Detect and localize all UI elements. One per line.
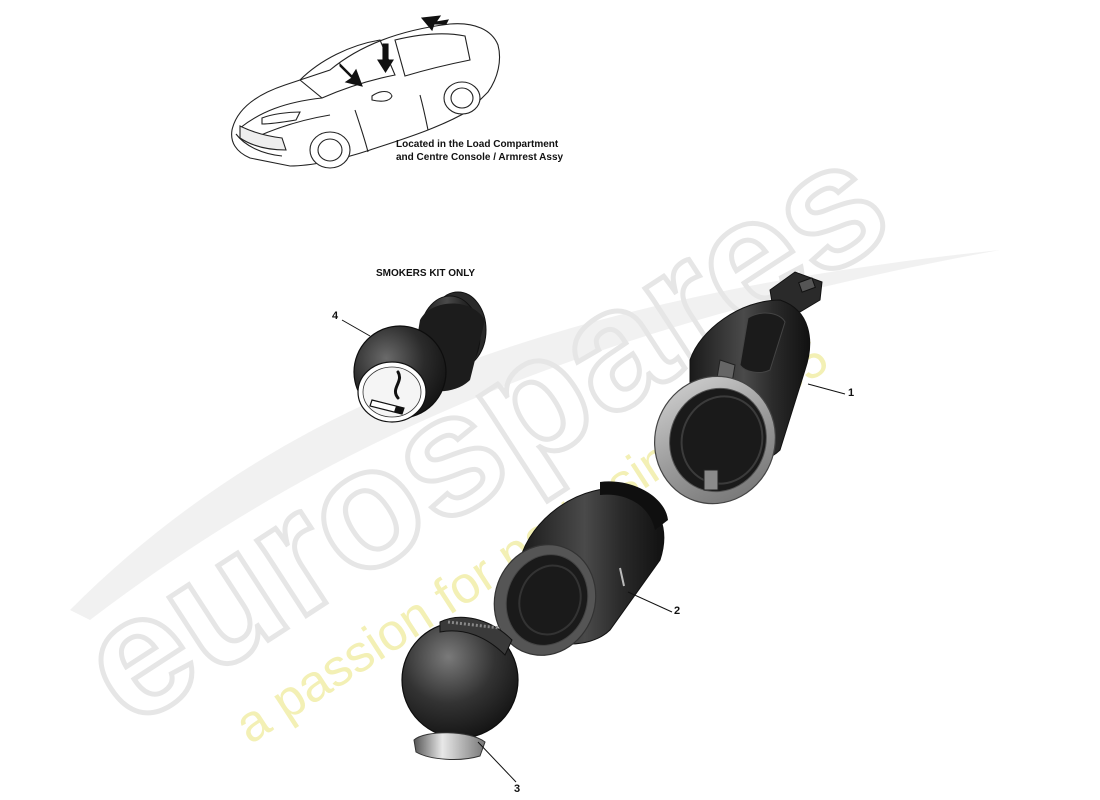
leader-line-2 (627, 591, 673, 613)
location-arrow-load-compartment (420, 15, 449, 32)
leader-lines (341, 319, 846, 783)
cigarette-symbol-icon (369, 370, 405, 415)
location-caption: Located in the Load Compartment and Cent… (396, 138, 563, 164)
leader-line-4 (341, 319, 371, 337)
callout-1: 1 (848, 387, 855, 399)
location-arrow-armrest (377, 43, 394, 74)
callout-2: 2 (674, 605, 681, 617)
part-3-cap (401, 616, 519, 760)
watermark: eurospares a passion for parts since 198… (44, 100, 1000, 764)
car-location-sketch (231, 15, 501, 169)
leader-line-3 (477, 741, 517, 783)
location-caption-line-1: Located in the Load Compartment (396, 139, 559, 150)
part-2-sleeve (493, 481, 668, 656)
location-caption-line-2: and Centre Console / Armrest Assy (396, 152, 564, 163)
part-1-socket-body (654, 271, 823, 505)
leader-line-1 (807, 383, 846, 395)
part-4-ashtray-element (353, 291, 487, 423)
callout-4: 4 (332, 310, 339, 322)
callout-3: 3 (514, 783, 521, 795)
smokers-kit-note: SMOKERS KIT ONLY (376, 268, 476, 279)
location-arrow-centre-console (339, 62, 363, 87)
